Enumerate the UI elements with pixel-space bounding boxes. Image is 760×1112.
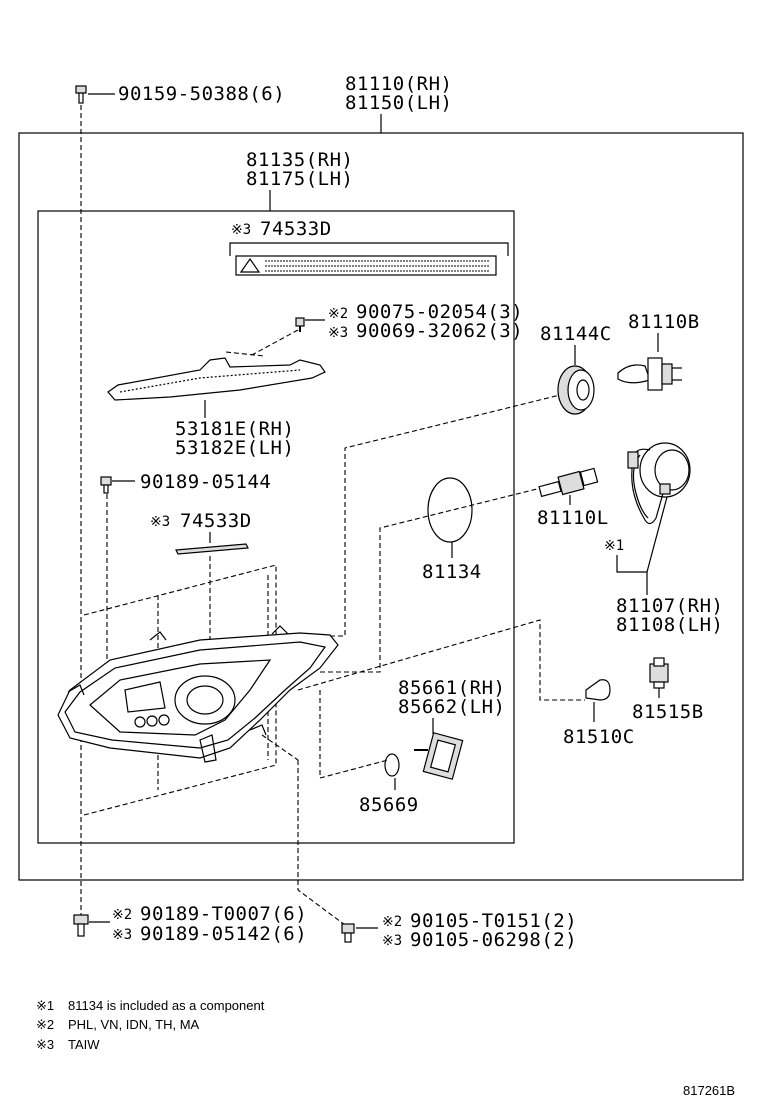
- bulb-c-icon: [585, 679, 611, 701]
- screw-b-mark: ※3: [328, 325, 348, 341]
- bulb-l-icon: [538, 467, 599, 498]
- unit-frame: [37, 210, 515, 844]
- actuator-rh-label: 85661(RH): [398, 677, 505, 699]
- bolt-br-a-label: 90105-T0151(2): [410, 910, 577, 932]
- bolt-mid-icon: [100, 476, 112, 494]
- socket-mark: ※1: [604, 538, 624, 554]
- gasket-icon: [427, 477, 473, 543]
- bolt-bl-a-mark: ※2: [112, 907, 132, 923]
- assy-lh-label: 81150(LH): [345, 92, 452, 114]
- assy-rh-label: 81110(RH): [345, 73, 452, 95]
- bolt-br-icon: [341, 923, 355, 943]
- bulb-b-icon: [617, 357, 682, 391]
- headlamp-housing-icon: [57, 625, 339, 763]
- screw-icon: [295, 317, 305, 332]
- bolt-top-label: 90159-50388(6): [118, 83, 285, 105]
- label-top-mark: ※3: [231, 222, 251, 238]
- bolt-bl-b-label: 90189-05142(6): [140, 923, 307, 945]
- cap-label: 81144C: [540, 323, 612, 345]
- socket-b-label: 81515B: [632, 701, 704, 723]
- oring-label: 85669: [359, 794, 419, 816]
- socket-lh-label: 81108(LH): [616, 614, 723, 636]
- bolt-br-a-mark: ※2: [382, 914, 402, 930]
- cover-rh-label: 53181E(RH): [175, 418, 294, 440]
- socket-rh-label: 81107(RH): [616, 595, 723, 617]
- cover-lh-label: 53182E(LH): [175, 437, 294, 459]
- upper-cover-icon: [107, 357, 326, 401]
- unit-rh-label: 81135(RH): [246, 149, 353, 171]
- bolt-bl-icon: [73, 914, 89, 937]
- screw-b-label: 90069-32062(3): [356, 320, 523, 342]
- oring-icon: [384, 753, 400, 777]
- gasket-label: 81134: [422, 561, 482, 583]
- actuator-lh-label: 85662(LH): [398, 696, 505, 718]
- note-3-mark: ※3: [36, 1037, 54, 1052]
- cap-icon: [557, 365, 595, 415]
- note-3-text: TAIW: [68, 1037, 100, 1052]
- unit-lh-label: 81175(LH): [246, 168, 353, 190]
- bolt-bl-b-mark: ※3: [112, 927, 132, 943]
- note-2-text: PHL, VN, IDN, TH, MA: [68, 1017, 200, 1032]
- socket-b-icon: [649, 657, 669, 689]
- bolt-top-icon: [75, 85, 87, 104]
- assembly-frame: [18, 132, 744, 881]
- bolt-br-b-mark: ※3: [382, 933, 402, 949]
- actuator-icon: [414, 732, 464, 780]
- notes: ※1 81134 is included as a component ※2 P…: [36, 998, 265, 1052]
- label-mid-mark: ※3: [150, 514, 170, 530]
- bolt-br-b-label: 90105-06298(2): [410, 929, 577, 951]
- label-top-label: 74533D: [260, 218, 332, 240]
- screw-a-label: 90075-02054(3): [356, 301, 523, 323]
- socket-wire-icon: [627, 442, 691, 525]
- label-mid-strip: [175, 543, 249, 555]
- bolt-bl-a-label: 90189-T0007(6): [140, 903, 307, 925]
- bulb-b-label: 81110B: [628, 311, 700, 333]
- note-1-mark: ※1: [36, 998, 54, 1013]
- note-1-text: 81134 is included as a component: [68, 998, 265, 1013]
- label-mid-label: 74533D: [180, 510, 252, 532]
- bulb-c-label: 81510C: [563, 726, 635, 748]
- note-2-mark: ※2: [36, 1017, 54, 1032]
- bulb-l-label: 81110L: [537, 507, 609, 529]
- warning-label-icon: [235, 255, 497, 276]
- diagram-id: 817261B: [683, 1083, 735, 1098]
- screw-a-mark: ※2: [328, 306, 348, 322]
- bolt-mid-label: 90189-05144: [140, 471, 271, 493]
